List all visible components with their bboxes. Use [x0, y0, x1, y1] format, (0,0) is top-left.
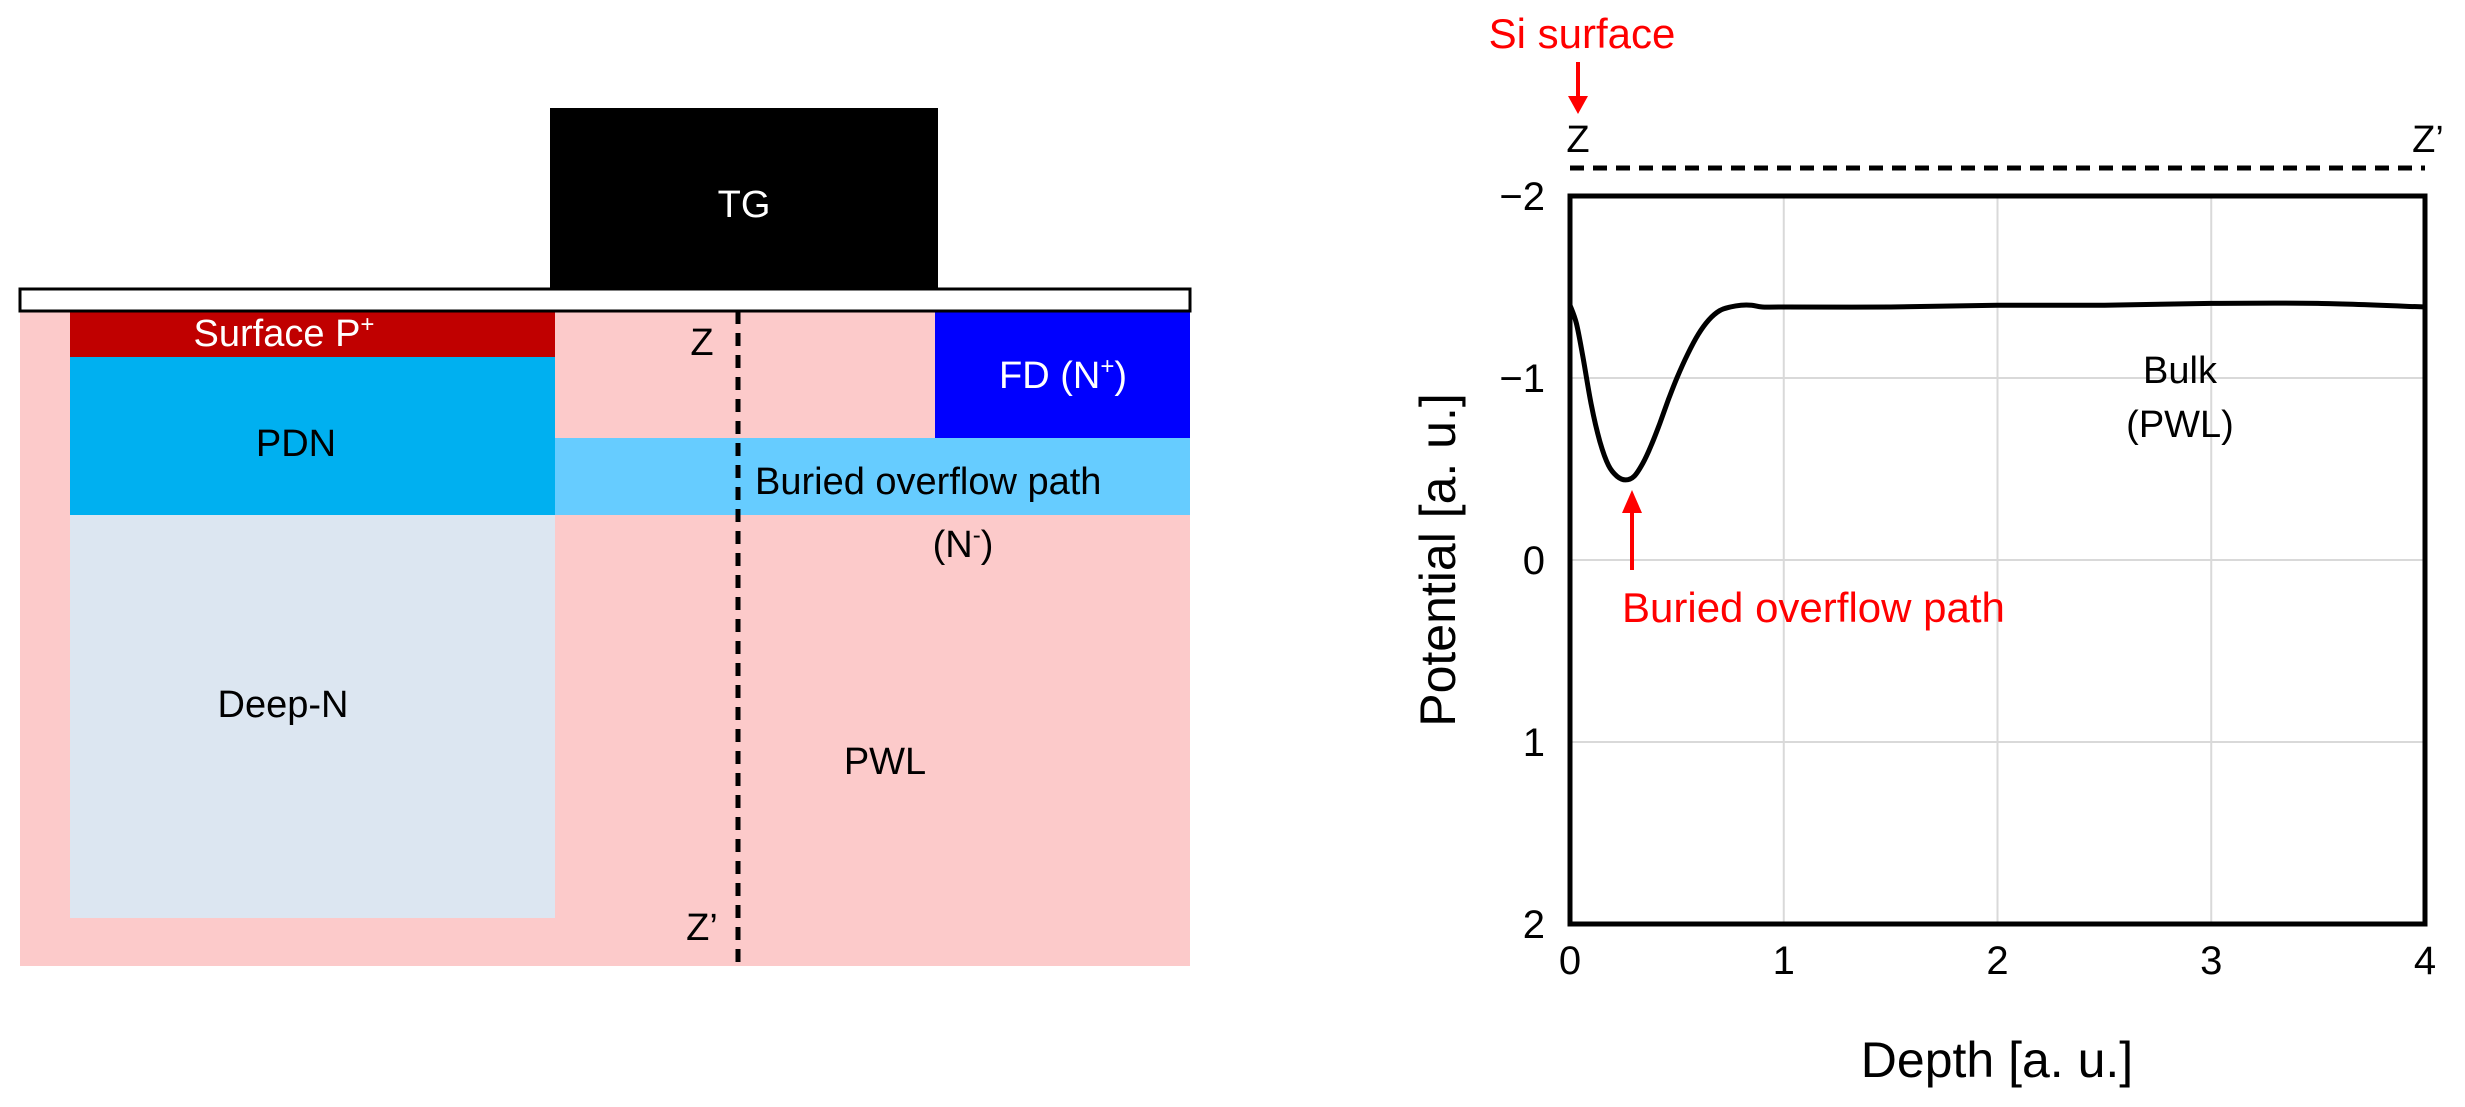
bulk-sub-label: (PWL) [2126, 404, 2234, 446]
y-tick-labels: −2 −1 0 1 2 [1499, 175, 1545, 947]
x-tick-labels: 0 1 2 3 4 [1559, 939, 2436, 983]
deep-n-region [70, 515, 555, 918]
bulk-label: Bulk [2143, 350, 2218, 392]
pdn-region [70, 357, 555, 515]
y-tick-label: 2 [1523, 903, 1545, 947]
pdn-label: PDN [256, 423, 336, 465]
gate-label: TG [718, 184, 771, 226]
z-bottom-label: Z’ [686, 907, 718, 949]
fd-region [935, 308, 1190, 438]
si-surface-label: Si surface [1489, 10, 1676, 57]
cross-section: TG Surface P+ PDN Deep-N FD (N+) Buried … [18, 108, 1192, 966]
y-axis-label: Potential [a. u.] [1410, 393, 1466, 727]
x-tick-label: 2 [1986, 939, 2008, 983]
y-tick-label: 1 [1523, 721, 1545, 765]
chart-grid [1570, 196, 2425, 924]
x-tick-label: 3 [2200, 939, 2222, 983]
plot-frame [1567, 193, 2428, 927]
y-tick-label: −1 [1499, 357, 1545, 401]
surface-p-region [70, 308, 555, 357]
surface-p-label: Surface P+ [194, 311, 375, 355]
z-right-label: Z’ [2412, 119, 2444, 161]
x-tick-label: 4 [2414, 939, 2436, 983]
overflow-arrow-head [1622, 490, 1642, 513]
potential-chart: 0 1 2 3 4 −2 −1 0 1 2 Depth [a. u.] Potential [a… [1410, 10, 2444, 1088]
overflow-doping-label: (N-) [933, 522, 994, 566]
z-left-label: Z [1566, 119, 1589, 161]
x-tick-label: 0 [1559, 939, 1581, 983]
overflow-path-label: Buried overflow path [755, 461, 1101, 503]
deep-n-label: Deep-N [218, 684, 349, 726]
x-axis-label: Depth [a. u.] [1861, 1032, 2133, 1088]
fd-label: FD (N+) [999, 353, 1127, 397]
transfer-gate [550, 108, 938, 289]
si-surface-arrow-head [1568, 96, 1588, 114]
pwl-label: PWL [844, 741, 926, 783]
y-tick-label: 0 [1523, 539, 1545, 583]
overflow-path-region [555, 438, 1190, 515]
x-tick-label: 1 [1773, 939, 1795, 983]
z-top-label: Z [690, 322, 713, 364]
y-tick-label: −2 [1499, 175, 1545, 219]
potential-profile-line [1567, 300, 2426, 483]
overflow-annotation: Buried overflow path [1622, 584, 2005, 631]
oxide-layer [18, 287, 1192, 313]
